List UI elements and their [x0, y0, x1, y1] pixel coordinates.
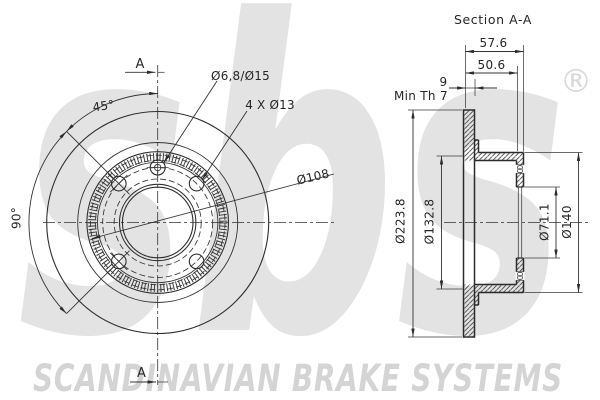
- bolt-hole-ne: [188, 175, 205, 192]
- center-bore-circle: [121, 186, 194, 259]
- angle-45-label: 45°: [92, 98, 116, 115]
- dim-overall-width: 57.6: [480, 36, 508, 50]
- bolt-holes-leader-line: [201, 110, 248, 181]
- dim-inner-face-diameter: Ø132.8: [423, 199, 437, 245]
- watermark: sbs ® SCANDINAVIAN BRAKE SYSTEMS: [18, 0, 592, 400]
- watermark-tagline: SCANDINAVIAN BRAKE SYSTEMS: [33, 357, 563, 400]
- cut-marker-bottom-label: A: [137, 366, 146, 381]
- dim-flange-diameter: Ø140: [560, 205, 574, 239]
- bolt-holes-label: 4 X Ø13: [245, 98, 295, 112]
- pilot-hole-counterbore-detail-top: [517, 165, 523, 170]
- serration-band-outer-circle: [86, 151, 230, 294]
- watermark-logo: sbs: [18, 0, 568, 400]
- min-thickness-note: Min Th 7: [394, 89, 448, 103]
- bolt-circle-leader-line: [91, 173, 335, 239]
- bolt-hole-sw: [110, 253, 127, 270]
- bolt-circle: [102, 167, 214, 278]
- radial-line-sw: [66, 250, 130, 314]
- section-cut-marks: A A: [125, 57, 168, 384]
- dim-mounting-depth: 50.6: [478, 58, 506, 72]
- bolt-hole-se: [188, 253, 205, 270]
- radial-lines: [66, 131, 130, 314]
- pilot-hole: [146, 156, 169, 179]
- pilot-hole-counterbore-detail-bottom: [517, 275, 523, 280]
- extension-lines: [408, 45, 583, 338]
- hat-diameter-dashed-circle: [89, 154, 226, 291]
- section-view: Section A-A: [394, 12, 591, 338]
- dim-center-bore-diameter: Ø71.1: [538, 203, 552, 241]
- front-view: 45° 90° Ø6,8/Ø15 4 X Ø13 Ø108 A A: [10, 57, 336, 385]
- front-view-labels: Ø6,8/Ø15 4 X Ø13 Ø108: [91, 69, 335, 239]
- hub-recess-dashed-circle: [113, 178, 202, 267]
- pilot-hole-leader-line: [163, 80, 218, 164]
- dimensions: 57.6 50.6 9 Min Th 7 Ø223.8 Ø132.8 Ø71.1…: [394, 36, 581, 337]
- registered-trademark-icon: ®: [560, 62, 592, 100]
- angle-90-label: 90°: [10, 207, 24, 229]
- dim-outer-diameter: Ø223.8: [394, 198, 408, 244]
- radial-line-nw: [66, 131, 130, 195]
- center-bore-chamfer-circle: [118, 183, 197, 262]
- angle-dimensions: 45° 90°: [10, 91, 158, 314]
- flange-material-top: [516, 160, 524, 187]
- section-title: Section A-A: [454, 12, 532, 27]
- bolt-hole-nw: [110, 175, 127, 192]
- angle-90-arc: [28, 131, 67, 314]
- friction-face-circle: [77, 142, 239, 303]
- dim-disc-thickness: 9: [440, 75, 448, 89]
- pilot-hole-label: Ø6,8/Ø15: [211, 69, 270, 83]
- pilot-hole-bore-detail-bottom: [517, 272, 523, 277]
- cut-marker-top-label: A: [136, 57, 145, 72]
- flange-material-bottom: [516, 258, 524, 285]
- pilot-hole-bore-detail-top: [517, 168, 523, 173]
- section-fine-lines: [516, 164, 524, 281]
- angle-45-arc: [66, 91, 158, 132]
- section-outline: [462, 109, 525, 338]
